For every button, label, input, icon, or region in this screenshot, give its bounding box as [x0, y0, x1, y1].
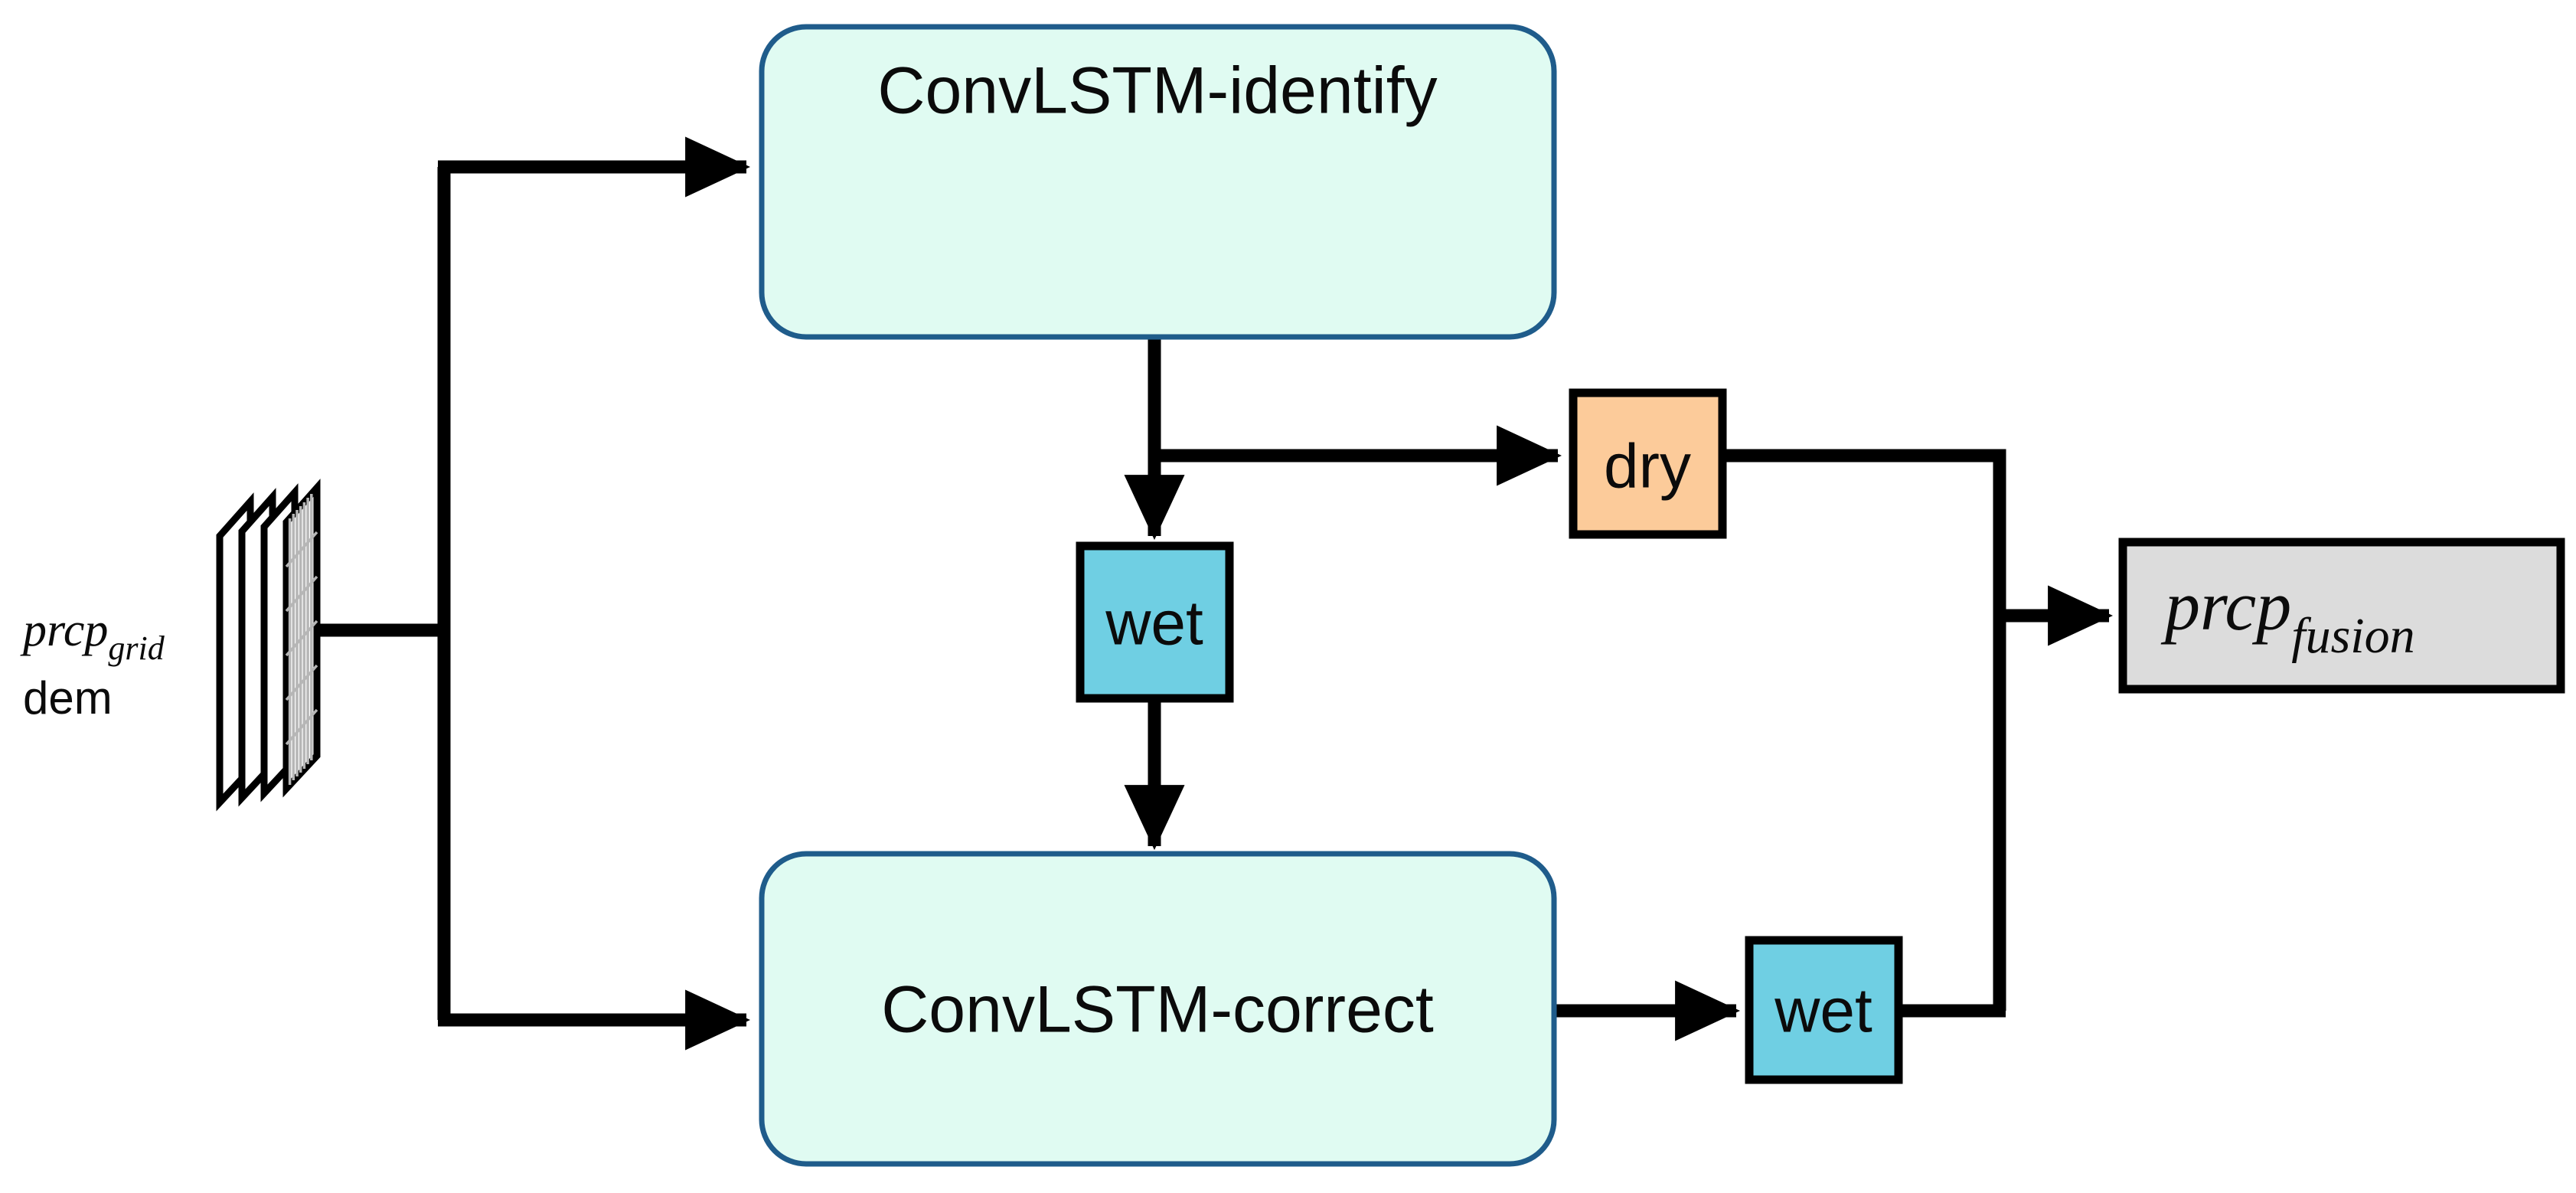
- convlstm-identify-label: ConvLSTM-identify: [877, 54, 1437, 128]
- wet-class-bottom-label: wet: [1774, 976, 1872, 1046]
- convlstm-correct-label: ConvLSTM-correct: [881, 973, 1434, 1047]
- node-output-fusion[interactable]: prcpfusion: [2118, 538, 2565, 694]
- input-grid-stack-icon: [216, 479, 321, 812]
- convlstm-correct-box[interactable]: [759, 851, 1557, 1167]
- output-fusion-label-subscript: fusion: [2291, 608, 2414, 664]
- wet-class-bottom-box[interactable]: [1745, 936, 1903, 1084]
- input-label-prcp-grid: prcpgrid: [20, 604, 165, 667]
- output-fusion-label: prcpfusion: [2160, 567, 2415, 664]
- node-wet-class-bottom[interactable]: wet: [1745, 936, 1903, 1084]
- convlstm-identify-box[interactable]: [759, 24, 1557, 340]
- output-fusion-box[interactable]: [2118, 538, 2565, 694]
- edge-dry-to-merge: [1722, 449, 2006, 1011]
- output-fusion-label-base: prcp: [2160, 567, 2291, 645]
- node-wet-class-top[interactable]: wet: [1076, 541, 1234, 703]
- node-convlstm-correct[interactable]: ConvLSTM-correct: [759, 851, 1557, 1167]
- dry-class-box[interactable]: [1569, 388, 1727, 539]
- wet-class-top-box[interactable]: [1076, 541, 1234, 703]
- input-label-prcp-subscript: grid: [108, 629, 165, 667]
- wet-class-top-label: wet: [1105, 589, 1203, 659]
- grid-cell-lines: [285, 494, 318, 785]
- input-label-dem: dem: [23, 672, 113, 724]
- connectors-group: [310, 136, 2114, 1051]
- node-convlstm-identify[interactable]: ConvLSTM-identify: [759, 24, 1557, 340]
- node-dry-class[interactable]: dry: [1569, 388, 1727, 539]
- input-label-prcp-base: prcp: [20, 604, 108, 656]
- dry-class-label: dry: [1604, 432, 1691, 502]
